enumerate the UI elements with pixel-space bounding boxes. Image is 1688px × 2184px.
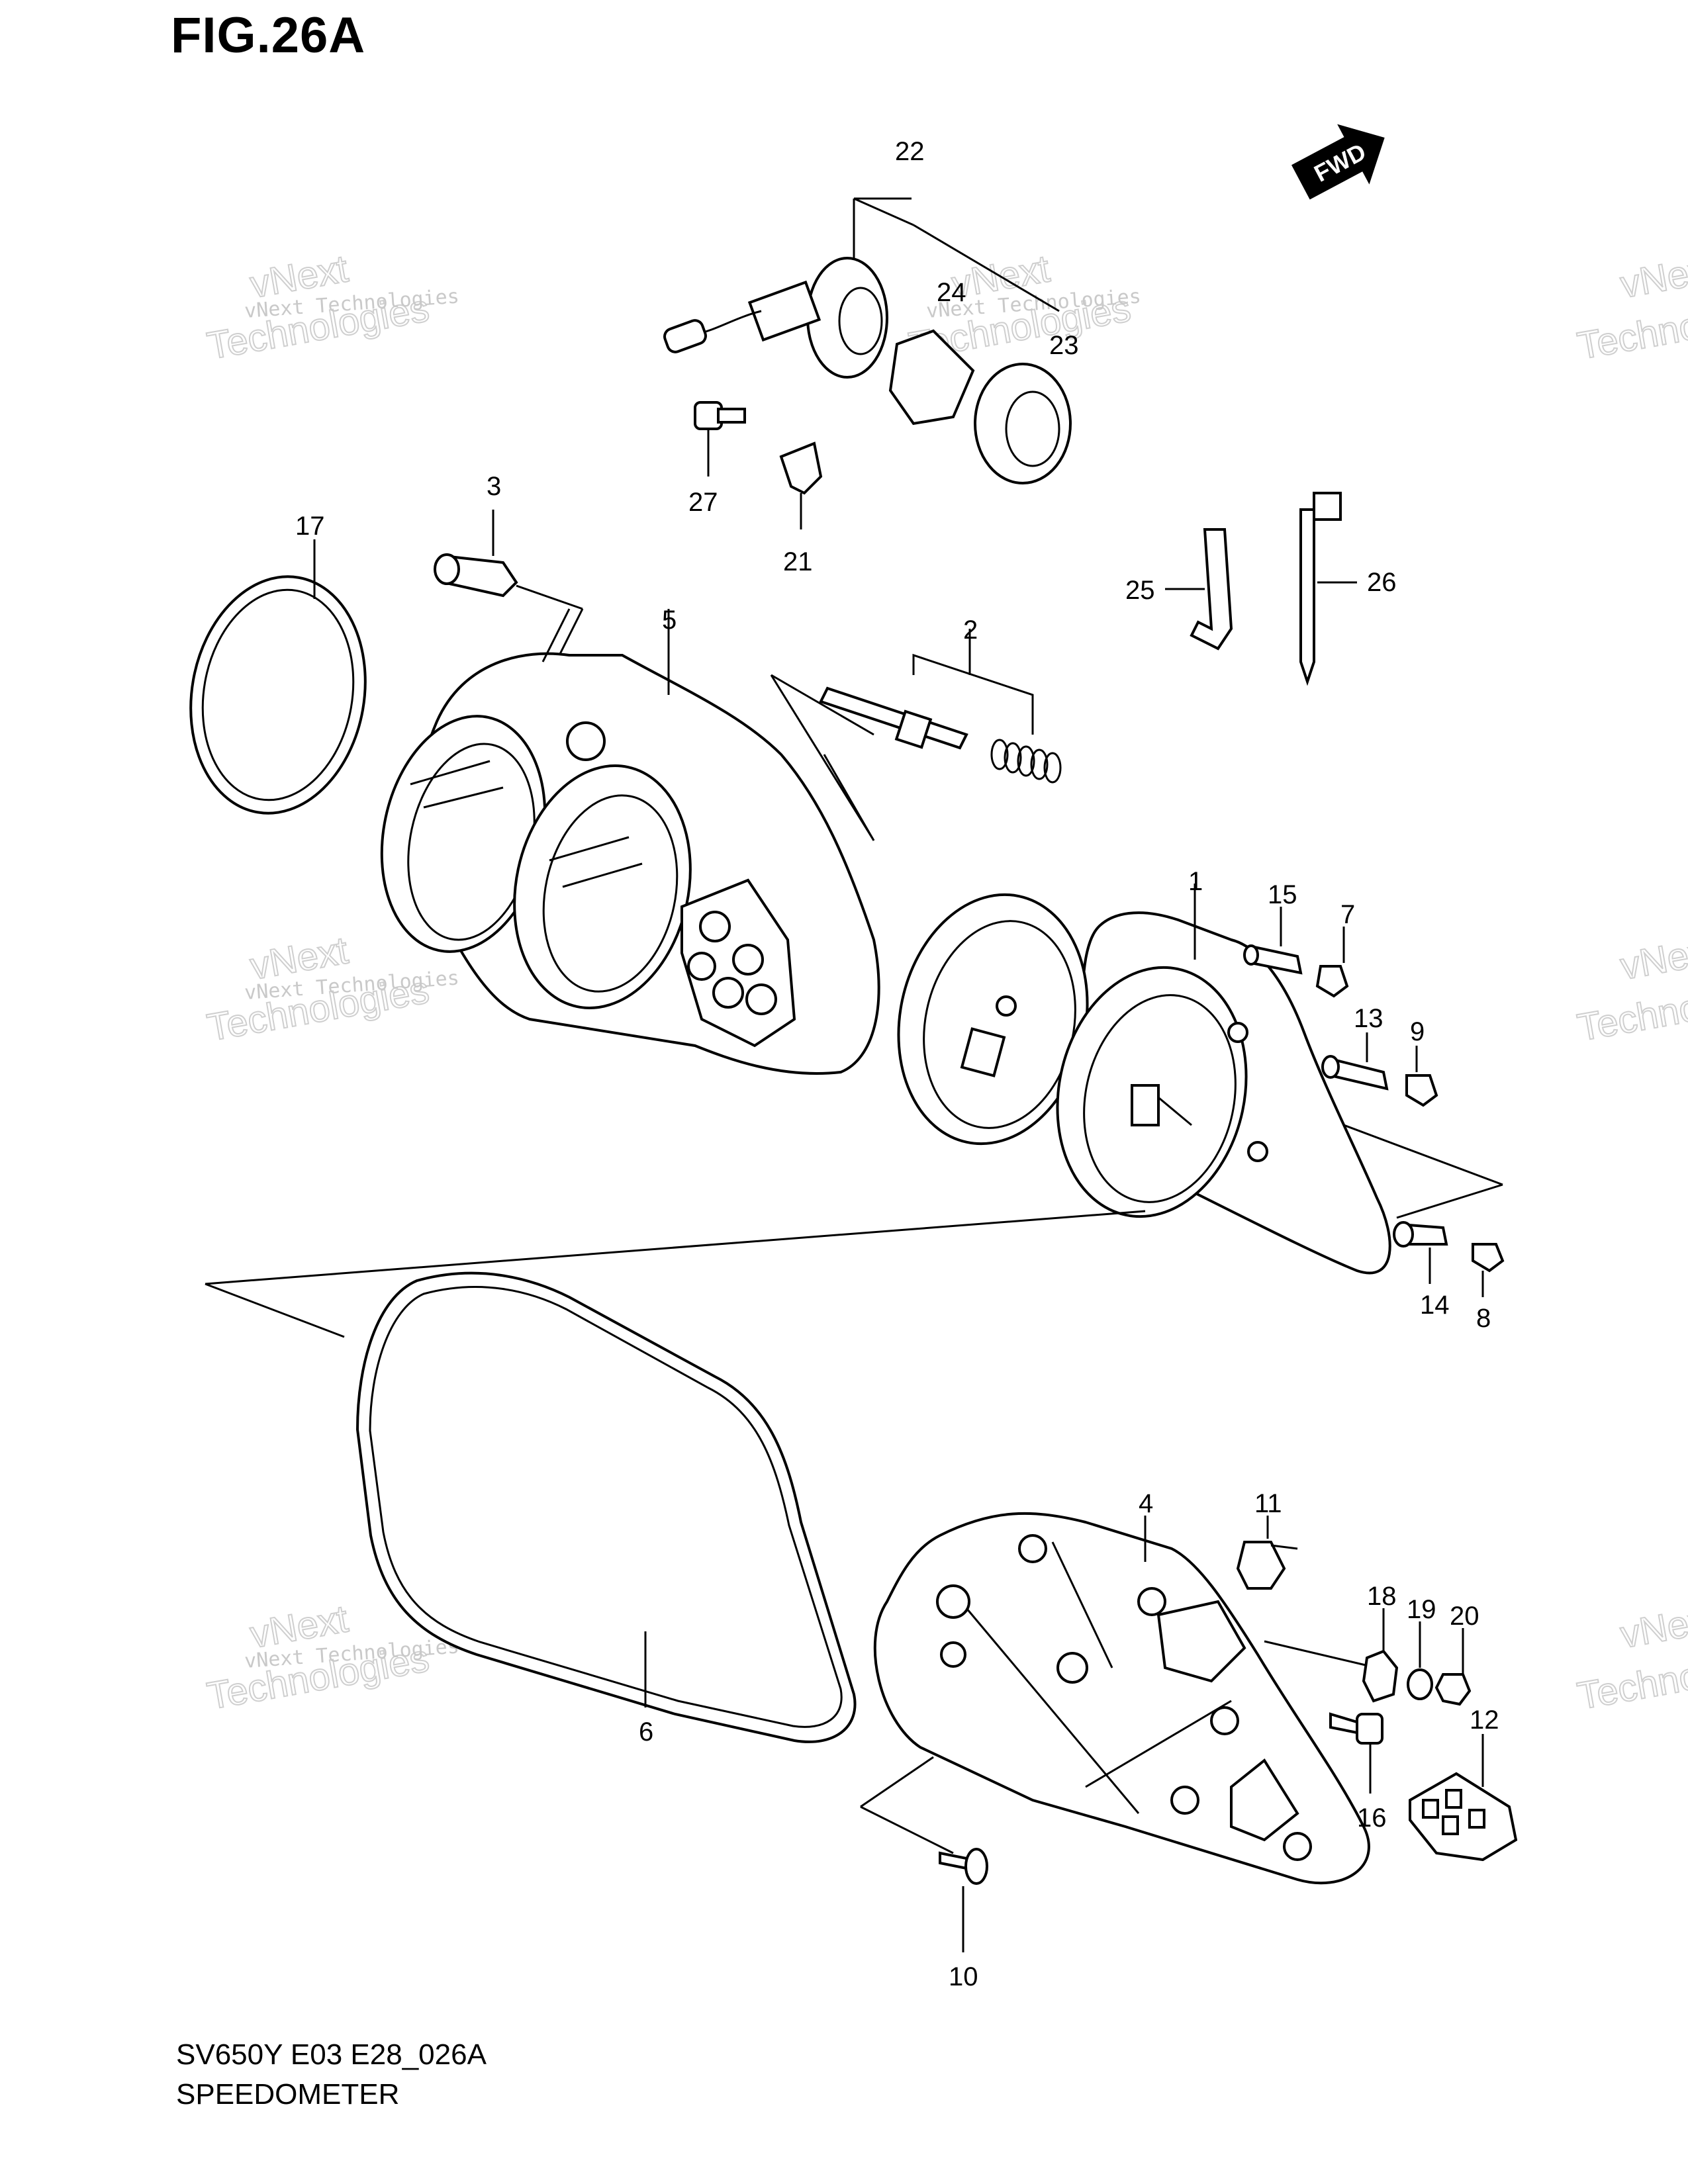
part-7-socket: [1315, 927, 1349, 998]
callout-8: 8: [1476, 1304, 1491, 1333]
callout-12: 12: [1470, 1706, 1499, 1735]
part-13-bulb: [1321, 1032, 1389, 1091]
callout-25: 25: [1125, 576, 1155, 605]
callout-14: 14: [1420, 1291, 1450, 1320]
model-code: SV650Y E03 E28_026A: [176, 2038, 487, 2071]
part-2-shaft-spring: [770, 629, 1062, 841]
part-19-washer: [1407, 1621, 1433, 1700]
part-8-socket: [1472, 1243, 1505, 1297]
callout-11: 11: [1254, 1489, 1282, 1518]
part-17-ring: [189, 539, 367, 815]
callout-15: 15: [1268, 880, 1297, 909]
watermark-large-top: vNext: [1617, 1597, 1688, 1657]
bulb-holder: [888, 329, 975, 426]
callout-10: 10: [949, 1962, 978, 1991]
part-4-lower-case: [860, 1512, 1378, 1885]
callout-3: 3: [487, 472, 501, 501]
part-27-screw: [694, 401, 746, 477]
callout-1: 1: [1188, 867, 1203, 896]
callout-21: 21: [783, 547, 813, 576]
figure-name: SPEEDOMETER: [176, 2078, 400, 2111]
callout-17: 17: [295, 512, 325, 541]
callout-26: 26: [1367, 568, 1397, 597]
part-12-cover: [1409, 1734, 1518, 1862]
part-11-grommet: [1236, 1516, 1298, 1590]
part-25-lead: [1165, 528, 1233, 651]
part-1-meter-assembly: [897, 884, 1503, 1275]
callout-19: 19: [1407, 1595, 1436, 1624]
part-16-screw: [1329, 1712, 1383, 1794]
fwd-arrow-icon: FWD: [1291, 124, 1385, 200]
cushion-ring: [974, 363, 1072, 484]
part-6-gasket: [355, 1271, 857, 1743]
callout-27: 27: [688, 488, 718, 517]
part-15-bulb: [1243, 907, 1303, 975]
callout-22: 22: [895, 137, 925, 166]
reference-lines: [205, 1210, 1146, 1338]
callout-labels: 22 24 23 27 21 3 17 5 2 25 26 1 15 7 13 …: [295, 137, 1499, 1991]
callout-13: 13: [1354, 1004, 1383, 1033]
callout-20: 20: [1450, 1602, 1479, 1631]
part-9-socket: [1405, 1046, 1438, 1107]
part-20-nut: [1434, 1628, 1472, 1706]
part-3-pin: [434, 510, 584, 662]
figure-title: FIG.26A: [171, 7, 366, 64]
callout-9: 9: [1410, 1017, 1425, 1046]
callout-18: 18: [1367, 1582, 1397, 1611]
callout-23: 23: [1049, 331, 1079, 360]
watermark-large-top: vNext: [1617, 929, 1688, 988]
callout-5: 5: [662, 606, 677, 635]
part-14-bulb: [1393, 1221, 1448, 1284]
watermark-large-top: vNext: [1617, 247, 1688, 306]
callout-24: 24: [937, 278, 966, 307]
callout-6: 6: [639, 1717, 653, 1747]
part-26-lead: [1299, 492, 1357, 686]
callout-2: 2: [963, 615, 978, 645]
part-10-screw: [939, 1848, 988, 1952]
part-5-upper-case: [380, 608, 880, 1075]
callout-16: 16: [1357, 1803, 1387, 1833]
part-18-cushion: [1362, 1608, 1399, 1703]
callout-4: 4: [1139, 1489, 1153, 1518]
part-22-socket-assembly: [663, 197, 1072, 484]
part-21-clip: [779, 441, 823, 529]
callout-7: 7: [1340, 900, 1355, 929]
